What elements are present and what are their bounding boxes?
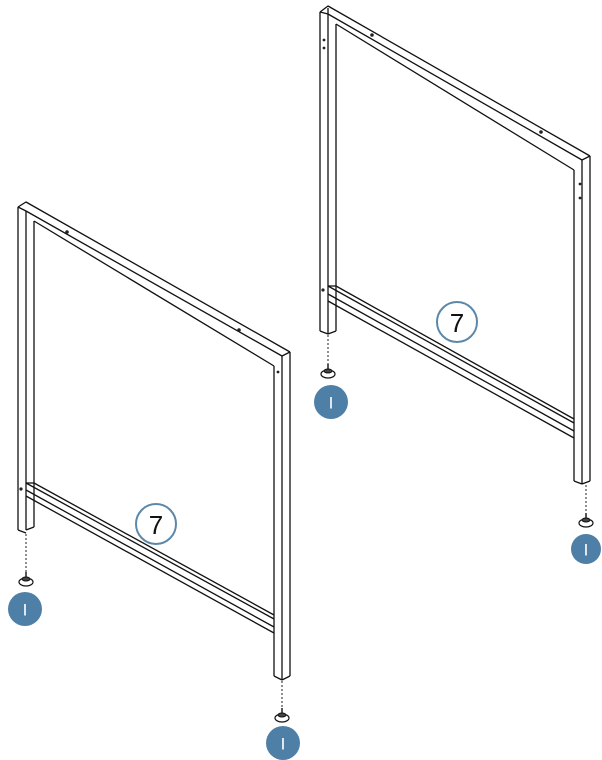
left-frame-hole (19, 487, 23, 491)
leveling-foot-icon (578, 513, 594, 528)
leveling-foot-icon (18, 572, 34, 587)
hardware-badge: I (314, 385, 348, 419)
right-frame-hole (370, 33, 374, 37)
part-callout-label: 7 (149, 510, 163, 540)
right-frame-hole (578, 196, 582, 200)
hardware-badge-label: I (584, 541, 589, 560)
right-frame-hole (539, 130, 543, 134)
hardware-badge-label: I (281, 735, 286, 754)
hardware-badge: I (266, 726, 300, 760)
left-frame (17, 201, 291, 681)
left-frame-hole (65, 230, 69, 234)
left-frame-hole (276, 370, 280, 374)
part-callout: 7 (436, 301, 478, 343)
right-frame-hole (578, 182, 582, 186)
right-frame-hole (321, 288, 325, 292)
part-callout-label: 7 (450, 308, 464, 338)
right-frame-hole (322, 38, 326, 42)
right-frame-hole (322, 46, 326, 50)
hardware-badge: I (8, 592, 42, 626)
right-frame (319, 5, 591, 485)
hardware-badge-label: I (329, 394, 334, 413)
leveling-foot-icon (274, 708, 290, 723)
hardware-badge: I (571, 534, 601, 564)
hardware-badge-label: I (23, 601, 28, 620)
part-callout: 7 (135, 503, 177, 545)
leveling-foot-icon (320, 364, 336, 379)
left-frame-hole (237, 328, 241, 332)
